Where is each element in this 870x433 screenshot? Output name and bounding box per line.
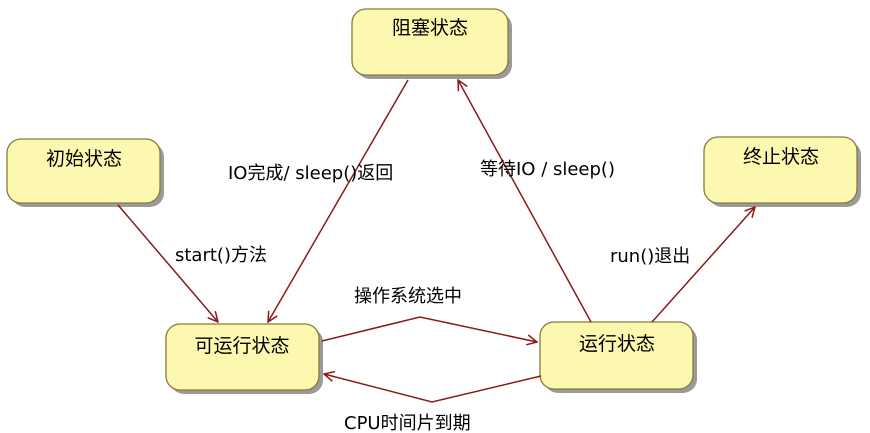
state-initial-label: 初始状态 bbox=[46, 148, 122, 170]
arrow-running-to-runnable bbox=[324, 374, 542, 403]
state-blocked-label: 阻塞状态 bbox=[392, 17, 468, 39]
label-blocked-to-runnable: IO完成/ sleep()返回 bbox=[228, 163, 393, 184]
label-running-to-runnable: CPU时间片到期 bbox=[344, 413, 471, 433]
state-runnable-label: 可运行状态 bbox=[194, 335, 289, 357]
label-runnable-to-running: 操作系统选中 bbox=[354, 286, 462, 307]
arrow-runnable-to-running bbox=[321, 316, 537, 342]
label-initial-to-runnable: start()方法 bbox=[175, 245, 267, 266]
arrow-running-to-blocked bbox=[458, 80, 592, 323]
state-terminated: 终止状态 bbox=[703, 136, 861, 207]
state-blocked: 阻塞状态 bbox=[351, 8, 512, 79]
label-running-to-blocked: 等待IO / sleep() bbox=[480, 159, 615, 180]
arrow-initial-to-runnable bbox=[117, 204, 218, 322]
state-initial: 初始状态 bbox=[6, 138, 164, 207]
state-running-label: 运行状态 bbox=[579, 333, 655, 355]
arrow-blocked-to-runnable bbox=[268, 79, 409, 322]
state-terminated-label: 终止状态 bbox=[743, 146, 819, 168]
label-running-to-terminated: run()退出 bbox=[610, 246, 690, 267]
state-runnable: 可运行状态 bbox=[165, 323, 323, 394]
state-running: 运行状态 bbox=[539, 321, 697, 393]
arrow-running-to-terminated bbox=[651, 207, 755, 323]
